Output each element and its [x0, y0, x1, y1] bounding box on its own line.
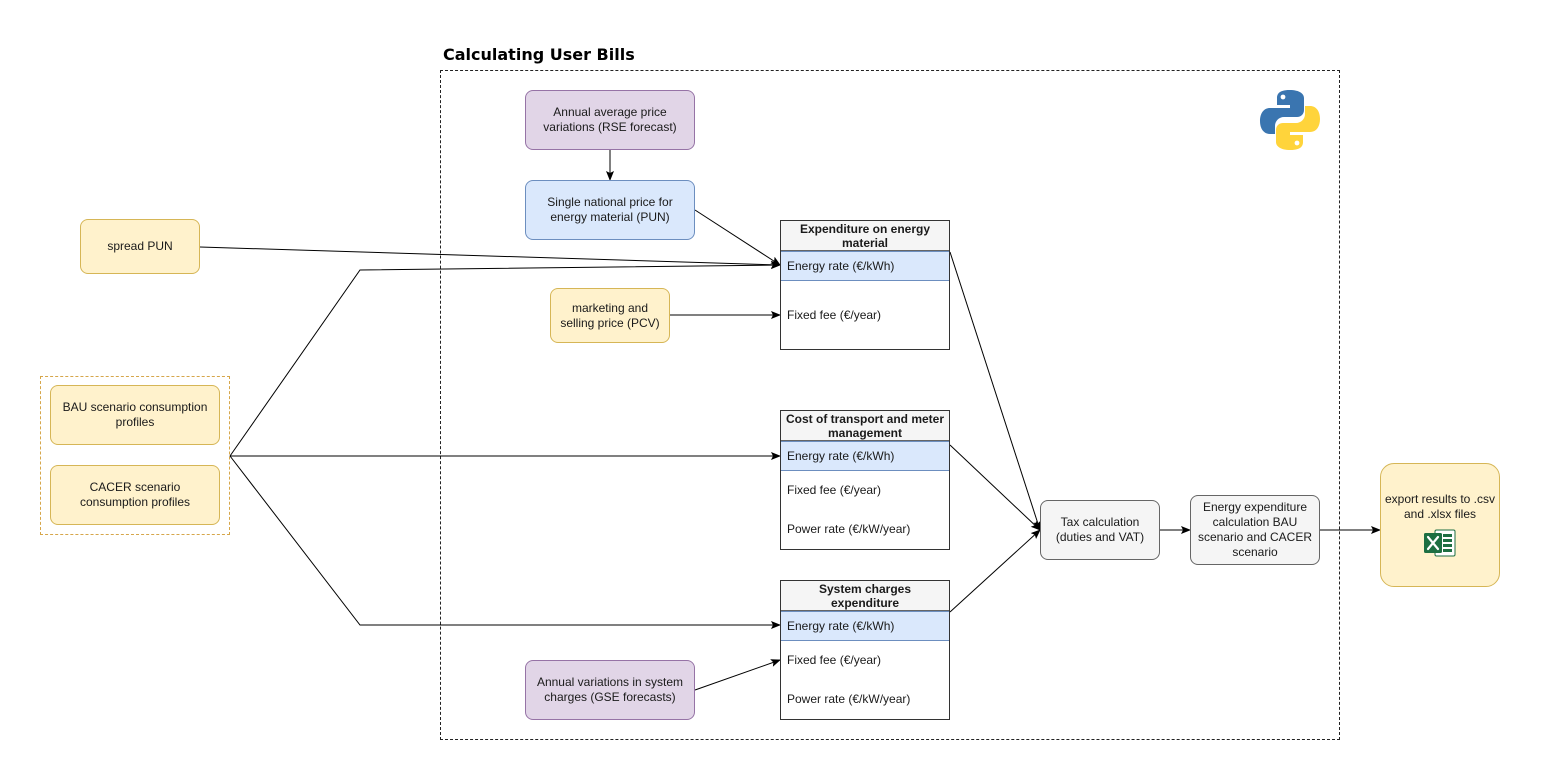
arrow-profiles-to-energy-material: [229, 261, 781, 457]
consumption-profiles-group: [40, 376, 230, 535]
export-label: export results to .csv and .xlsx files: [1384, 492, 1496, 521]
python-logo-icon: [1260, 90, 1320, 150]
calculation-frame: [440, 70, 1340, 740]
arrow-spread-to-energy-rate: [199, 246, 781, 269]
pun-node: Single national price for energy materia…: [525, 180, 695, 240]
arrow-system-to-tax: [949, 529, 1041, 613]
transport-energy-rate-row: Energy rate (€/kWh): [781, 441, 949, 471]
bau-profiles-node: BAU scenario consumption profiles: [50, 385, 220, 445]
system-energy-rate-row: Energy rate (€/kWh): [781, 611, 949, 641]
bau-profiles-label: BAU scenario consumption profiles: [62, 400, 208, 429]
spread-pun-node: spread PUN: [80, 219, 200, 274]
energy-material-header: Expenditure on energy material: [781, 221, 949, 251]
pcv-node: marketing and selling price (PCV): [550, 288, 670, 343]
spread-pun-label: spread PUN: [107, 239, 173, 253]
expenditure-calculation-label: Energy expenditure calculation BAU scena…: [1197, 500, 1313, 559]
system-fixed-fee-row: Fixed fee (€/year): [787, 653, 882, 667]
gse-forecast-label: Annual variations in system charges (GSE…: [536, 675, 684, 704]
arrow-energy-material-to-tax: [949, 251, 1042, 531]
energy-material-fixed-fee-row: Fixed fee (€/year): [787, 308, 882, 322]
arrow-pun-to-energy-rate: [694, 209, 781, 266]
energy-material-table: Expenditure on energy material Energy ra…: [780, 220, 950, 350]
pcv-label: marketing and selling price (PCV): [560, 300, 660, 330]
energy-material-energy-rate-row: Energy rate (€/kWh): [781, 251, 949, 281]
system-charges-header: System charges expenditure: [781, 581, 949, 611]
system-power-rate-row: Power rate (€/kW/year): [787, 692, 911, 706]
transport-header: Cost of transport and meter management: [781, 411, 949, 441]
export-node: export results to .csv and .xlsx files: [1380, 463, 1500, 587]
expenditure-calculation-node: Energy expenditure calculation BAU scena…: [1190, 495, 1320, 565]
cacer-profiles-node: CACER scenario consumption profiles: [50, 465, 220, 525]
tax-calculation-label: Tax calculation (duties and VAT): [1055, 515, 1145, 544]
excel-file-icon: [1424, 529, 1456, 557]
rse-forecast-node: Annual average price variations (RSE for…: [525, 90, 695, 150]
pun-label: Single national price for energy materia…: [547, 195, 673, 224]
system-charges-table: System charges expenditure Energy rate (…: [780, 580, 950, 720]
transport-power-rate-row: Power rate (€/kW/year): [787, 522, 911, 536]
transport-fixed-fee-row: Fixed fee (€/year): [787, 483, 882, 497]
arrow-transport-to-tax: [949, 444, 1041, 531]
arrow-profiles-to-system: [229, 455, 781, 629]
rse-forecast-label: Annual average price variations (RSE for…: [543, 105, 677, 134]
cacer-profiles-label: CACER scenario consumption profiles: [79, 480, 191, 509]
transport-table: Cost of transport and meter management E…: [780, 410, 950, 550]
gse-forecast-node: Annual variations in system charges (GSE…: [525, 660, 695, 720]
arrow-gse-to-system-fixed-fee: [694, 659, 781, 691]
tax-calculation-node: Tax calculation (duties and VAT): [1040, 500, 1160, 560]
diagram-title: Calculating User Bills: [443, 45, 635, 64]
